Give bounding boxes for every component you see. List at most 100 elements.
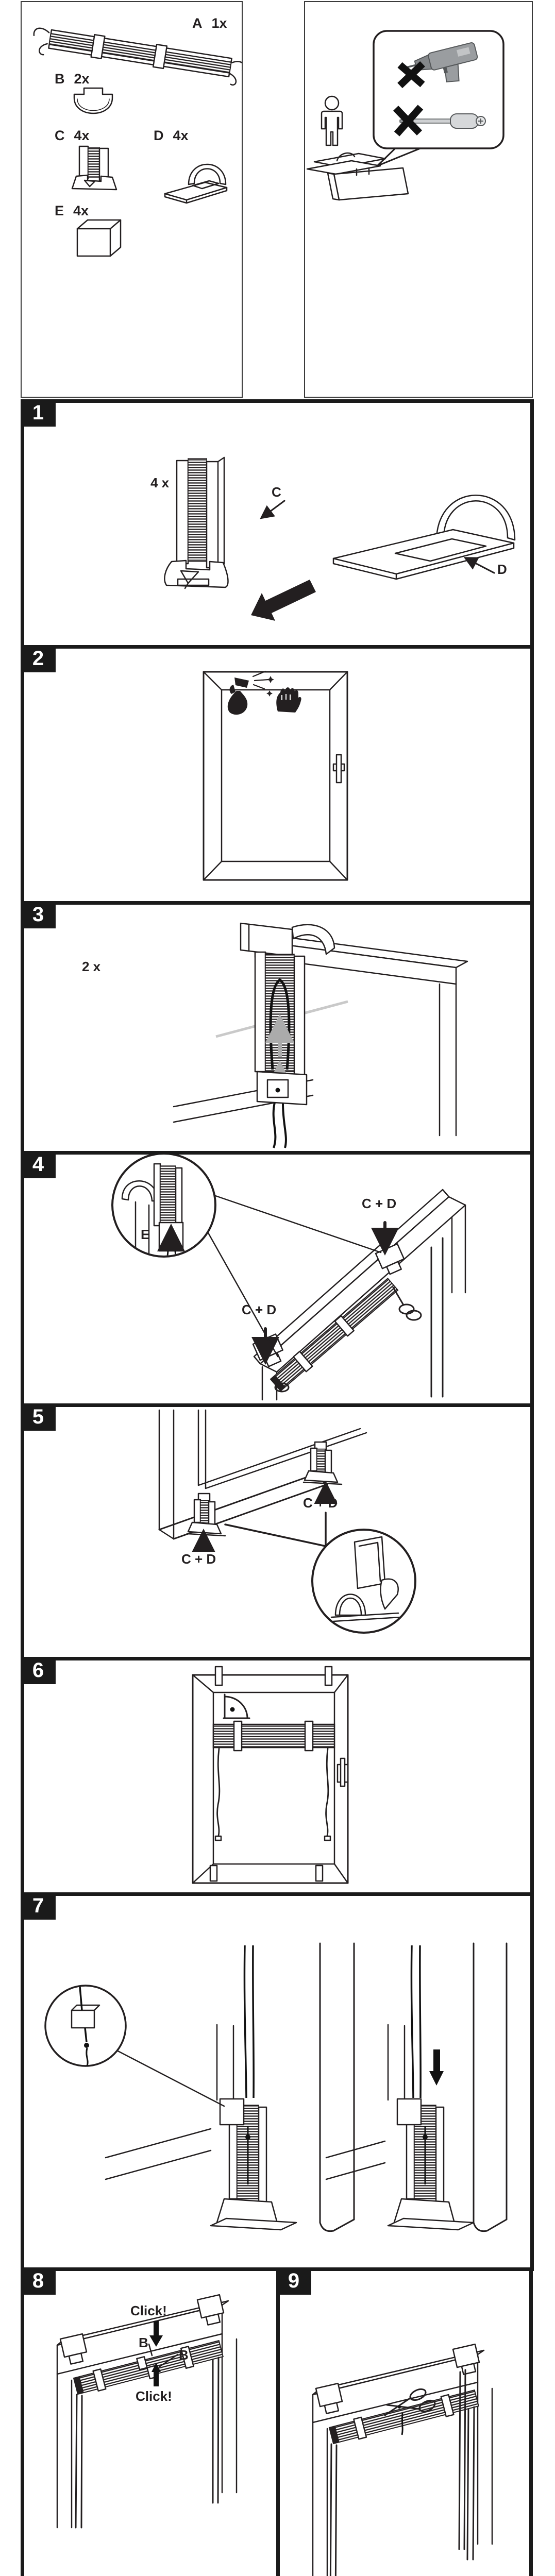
sill-lines — [325, 2140, 386, 2180]
frame-post — [319, 1942, 355, 2232]
cord-lock-box — [256, 1071, 308, 1106]
hanging-cords — [272, 1102, 287, 1148]
band-strap — [304, 1720, 314, 1752]
cord-knot-detail-icon — [71, 1986, 100, 2066]
parts-illustration — [33, 27, 242, 257]
step-5-cd-right-label: C + D — [303, 1495, 338, 1511]
parts-panel: A 1x B 2x C 4x D 4x E 4x — [21, 1, 243, 398]
end-cap-b-upper — [136, 2356, 148, 2370]
part-a-label: A 1x — [192, 15, 227, 31]
step-1-number: 1 — [21, 399, 56, 427]
step-4-cd-right-label: C + D — [362, 1196, 397, 1211]
top-bracket-tab — [214, 1666, 223, 1686]
sash-bottom-edge — [158, 1474, 328, 1540]
leader-diagonal — [224, 1523, 331, 1548]
crossed-out-screwdriver-icon — [393, 105, 486, 137]
sash-side — [439, 983, 457, 1137]
right-clip — [452, 2343, 480, 2375]
cover-box-icon — [76, 219, 122, 257]
sparkle-icon — [266, 676, 274, 697]
sash-edge — [216, 2024, 234, 2103]
step-3-number: 3 — [21, 901, 56, 928]
left-post — [158, 1409, 175, 1540]
end-cap-icon — [73, 87, 113, 114]
step-8-number: 8 — [21, 2267, 56, 2295]
end-cap-piece — [291, 924, 335, 955]
left-clip — [59, 2333, 88, 2365]
cord-knot — [245, 2134, 250, 2140]
frame-post — [473, 1942, 508, 2232]
part-letter: A — [192, 15, 203, 31]
left-post — [56, 2373, 73, 2529]
step-8-click-top-label: Click! — [130, 2303, 167, 2318]
part-e-label: E 4x — [55, 203, 89, 219]
pleated-band — [212, 1723, 335, 1749]
right-post — [451, 1204, 466, 1294]
clamp-bracket-drawing — [164, 456, 229, 589]
window-handle — [332, 754, 345, 784]
step-6-panel — [21, 1657, 534, 1896]
hanging-cords — [75, 2357, 220, 2529]
left-post — [312, 2421, 328, 2576]
label-d-arrow — [463, 557, 495, 574]
part-c-label: C 4x — [55, 128, 90, 144]
step-5-illustration — [158, 1409, 416, 1634]
speech-bubble — [373, 30, 504, 149]
step-3-panel: 2 x — [21, 901, 534, 1155]
support-plate — [387, 2217, 475, 2231]
step-9-illustration — [312, 2343, 493, 2576]
cd-bracket-right — [302, 1441, 343, 1485]
step-1-illustration — [164, 456, 516, 621]
no-tools-panel — [304, 1, 533, 398]
part-qty: 1x — [211, 15, 227, 31]
part-letter: C — [55, 128, 65, 143]
step-6-number: 6 — [21, 1657, 56, 1684]
left-subfigure — [44, 1942, 355, 2232]
cord-weight — [324, 1835, 331, 1841]
cord-weight — [214, 1835, 222, 1841]
glass-edges — [197, 1409, 367, 1489]
step-1-panel: 4 x C D — [21, 399, 534, 649]
step-1-part-d-label: D — [497, 562, 507, 577]
support-plate-icon — [164, 163, 228, 204]
band-strap — [233, 1720, 243, 1752]
support-plate — [210, 2217, 297, 2231]
person-icon — [321, 95, 343, 146]
step-6-illustration — [192, 1666, 349, 1884]
step-4-part-e-label: E — [141, 1227, 150, 1242]
part-letter: D — [154, 128, 164, 143]
step-4-panel: C + D C + D E — [21, 1151, 534, 1407]
right-subfigure — [325, 1942, 508, 2232]
part-d-label: D 4x — [154, 128, 189, 144]
right-post — [477, 2381, 493, 2545]
inset-leader — [114, 2048, 225, 2107]
step-8-illustration — [56, 2294, 238, 2529]
step-8-click-bottom-label: Click! — [136, 2388, 172, 2404]
part-b-label: B 2x — [55, 71, 90, 87]
label-c-arrow — [260, 500, 285, 519]
bottom-bracket-tab — [209, 1865, 218, 1882]
support-plate-drawing — [332, 495, 516, 580]
cover-box — [396, 2098, 422, 2126]
wiping-hand-icon — [276, 687, 301, 713]
step-7-number: 7 — [21, 1892, 56, 1920]
down-arrow-icon — [429, 2049, 444, 2086]
spray-bottle-icon — [227, 670, 270, 715]
sash-edge — [387, 2024, 406, 2103]
step-8-b-top-label: B — [139, 2335, 148, 2350]
step-5-number: 5 — [21, 1403, 56, 1431]
step-2-panel — [21, 645, 534, 905]
hanging-cords — [329, 2369, 475, 2576]
sash-front-face — [259, 1196, 466, 1373]
step-8-b-right-label: B — [179, 2347, 189, 2363]
cover-box — [219, 2098, 245, 2126]
cord-knot — [423, 2134, 428, 2140]
right-post — [221, 2333, 238, 2494]
step-4-number: 4 — [21, 1151, 56, 1178]
slide-direction-arrow — [251, 580, 316, 621]
cord-loop-left — [274, 1382, 290, 1393]
cd-bracket-left — [186, 1493, 226, 1537]
cords — [243, 1945, 255, 2098]
inset-leader-lines — [207, 1195, 382, 1358]
step-5-cd-left-label: C + D — [181, 1551, 216, 1567]
